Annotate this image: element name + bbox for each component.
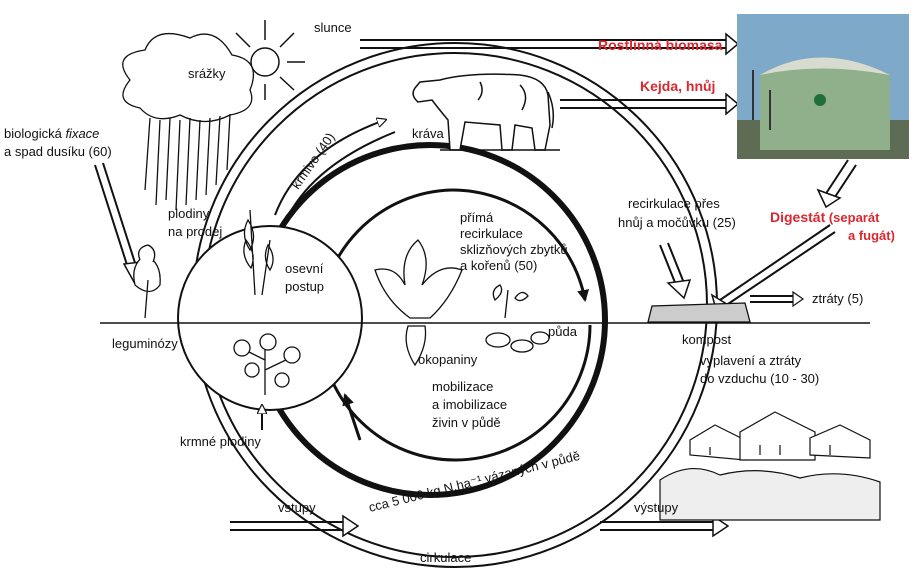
legume-illustration (134, 245, 160, 318)
label-root-crops: okopaniny (418, 352, 478, 367)
label-leaching-2: do vzduchu (10 - 30) (700, 371, 819, 386)
beet-illustration (375, 240, 462, 365)
label-outputs: výstupy (634, 500, 679, 515)
label-crop-rotation-1: osevní (285, 261, 324, 276)
label-fodder-crops: krmné plodiny (180, 434, 261, 449)
label-sun: slunce (314, 20, 352, 35)
label-digestate: Digestát (separát (770, 209, 880, 225)
label-leaching-1: vyplavení a ztráty (700, 353, 802, 368)
label-plant-biomass: Rostlinná biomasa (598, 37, 723, 53)
label-direct-recirc-2: recirkulace (460, 226, 523, 241)
digestate-to-compost-arrow (720, 225, 830, 300)
label-legumes: leguminózy (112, 336, 178, 351)
label-bio-fixation: biologická fixace (4, 126, 99, 141)
label-inputs: vstupy (278, 500, 316, 515)
label-compost: kompost (682, 332, 732, 347)
biogas-plant-photo (737, 14, 909, 159)
fixation-arrow (95, 165, 128, 268)
label-digestate-2: a fugát) (848, 228, 895, 243)
label-direct-recirc-3: sklizňových zbytků (460, 242, 568, 257)
label-crops-for-sale-1: plodiny (168, 206, 210, 221)
label-bio-fixation-2: a spad dusíku (60) (4, 144, 112, 159)
label-rain: srážky (188, 66, 226, 81)
label-crop-rotation-2: postup (285, 279, 324, 294)
village-illustration (660, 412, 880, 520)
digestate-arrow (825, 160, 848, 195)
label-manure: Kejda, hnůj (640, 78, 715, 94)
label-losses: ztráty (5) (812, 291, 863, 306)
label-mobilization-2: a imobilizace (432, 397, 507, 412)
label-soil: půda (548, 324, 578, 339)
label-circulation: cirkulace (420, 550, 471, 565)
label-cow: kráva (412, 126, 445, 141)
label-direct-recirc-4: a kořenů (50) (460, 258, 537, 273)
label-manure-recirc-2: hnůj a močůvku (25) (618, 215, 736, 230)
label-crops-for-sale-2: na prodej (168, 224, 222, 239)
label-mobilization-3: živin v půdě (432, 415, 501, 430)
potato-illustration (486, 285, 549, 352)
label-manure-recirc-1: recirkulace přes (628, 196, 720, 211)
label-direct-recirc-1: přímá (460, 210, 494, 225)
compost-illustration (648, 303, 750, 322)
label-mobilization-1: mobilizace (432, 379, 493, 394)
